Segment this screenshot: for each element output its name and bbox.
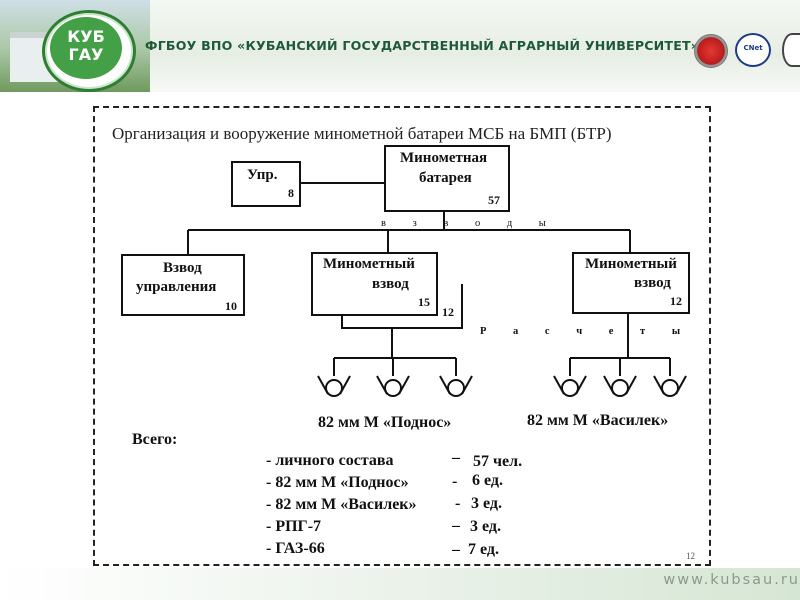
mortar-crew-icon xyxy=(603,375,637,397)
mortar-crew-icon xyxy=(439,375,473,397)
summary-item: - личного состава xyxy=(266,452,394,469)
summary-heading: Всего: xyxy=(132,431,178,448)
box-command xyxy=(231,161,301,207)
logo-line-2: ГАУ xyxy=(68,45,104,64)
summary-value: 3 ед. xyxy=(471,495,502,512)
cnet-emblem-icon xyxy=(735,33,771,67)
command-count: 8 xyxy=(288,186,294,200)
summary-value: 6 ед. xyxy=(472,472,503,489)
mortar-platoon-2-line1: Минометный xyxy=(585,256,677,272)
control-platoon-line2: управления xyxy=(136,279,217,295)
box-mortar-platoon-1 xyxy=(311,252,438,316)
slide-title: Организация и вооружение минометной бата… xyxy=(112,124,612,143)
battery-count: 57 xyxy=(488,193,500,207)
summary-dash: – xyxy=(452,449,460,466)
footer-url: www.kubsau.ru xyxy=(663,572,800,588)
battery-label-line1: Минометная xyxy=(400,150,488,166)
summary-item: - 82 мм М «Василек» xyxy=(266,496,417,513)
box-mortar-battery xyxy=(384,145,510,212)
logo-line-1: КУБ xyxy=(67,27,105,46)
mortar-platoon-1-extra: 12 xyxy=(442,305,454,319)
summary-dash: - xyxy=(455,495,461,512)
summary-dash: - xyxy=(452,473,458,490)
mortar-crew-icon xyxy=(376,375,410,397)
summary-item: - ГАЗ-66 xyxy=(266,540,325,557)
university-name: ФГБОУ ВПО «КУБАНСКИЙ ГОСУДАРСТВЕННЫЙ АГР… xyxy=(145,38,700,53)
page-number: 12 xyxy=(686,551,695,561)
summary-item: - РПГ-7 xyxy=(266,518,322,535)
footer-band xyxy=(0,568,800,600)
summary-value: 57 чел. xyxy=(473,453,523,470)
summary-value: 3 ед. xyxy=(470,518,501,535)
label-crews: Р а с ч е т ы xyxy=(480,326,693,337)
mortar-platoon-1-count: 15 xyxy=(418,295,430,309)
summary-dash: – xyxy=(452,541,460,558)
command-label: Упр. xyxy=(247,167,278,183)
slide-frame xyxy=(93,106,711,566)
control-platoon-count: 10 xyxy=(225,299,237,313)
weapon-label-podnos: 82 мм М «Поднос» xyxy=(318,414,452,431)
control-platoon-line1: Взвод xyxy=(163,260,202,276)
cnet-emblem-text: CNet xyxy=(743,44,763,52)
partial-emblem-icon xyxy=(782,33,800,67)
battery-label-line2: батарея xyxy=(419,170,472,186)
box-mortar-platoon-2 xyxy=(572,252,690,314)
summary-item: - 82 мм М «Поднос» xyxy=(266,474,409,491)
university-logo-inner xyxy=(50,17,122,79)
mortar-platoon-2-line2: взвод xyxy=(634,275,671,291)
label-platoons: в з в о д ы xyxy=(381,218,558,229)
university-logo-text: КУБ ГАУ xyxy=(55,28,117,64)
box-control-platoon xyxy=(121,254,245,316)
mortar-crew-icon xyxy=(653,375,687,397)
summary-dash: – xyxy=(452,517,460,534)
order-emblem-icon xyxy=(694,34,728,68)
mortar-crew-icon xyxy=(317,375,351,397)
summary-value: 7 ед. xyxy=(468,541,499,558)
weapon-label-vasilek: 82 мм М «Василек» xyxy=(527,412,669,429)
mortar-platoon-2-count: 12 xyxy=(670,294,682,308)
connector-platoon-1-bracket xyxy=(341,284,463,329)
mortar-platoon-1-line1: Минометный xyxy=(323,256,415,272)
mortar-crew-icon xyxy=(553,375,587,397)
mortar-platoon-1-line2: взвод xyxy=(372,276,409,292)
